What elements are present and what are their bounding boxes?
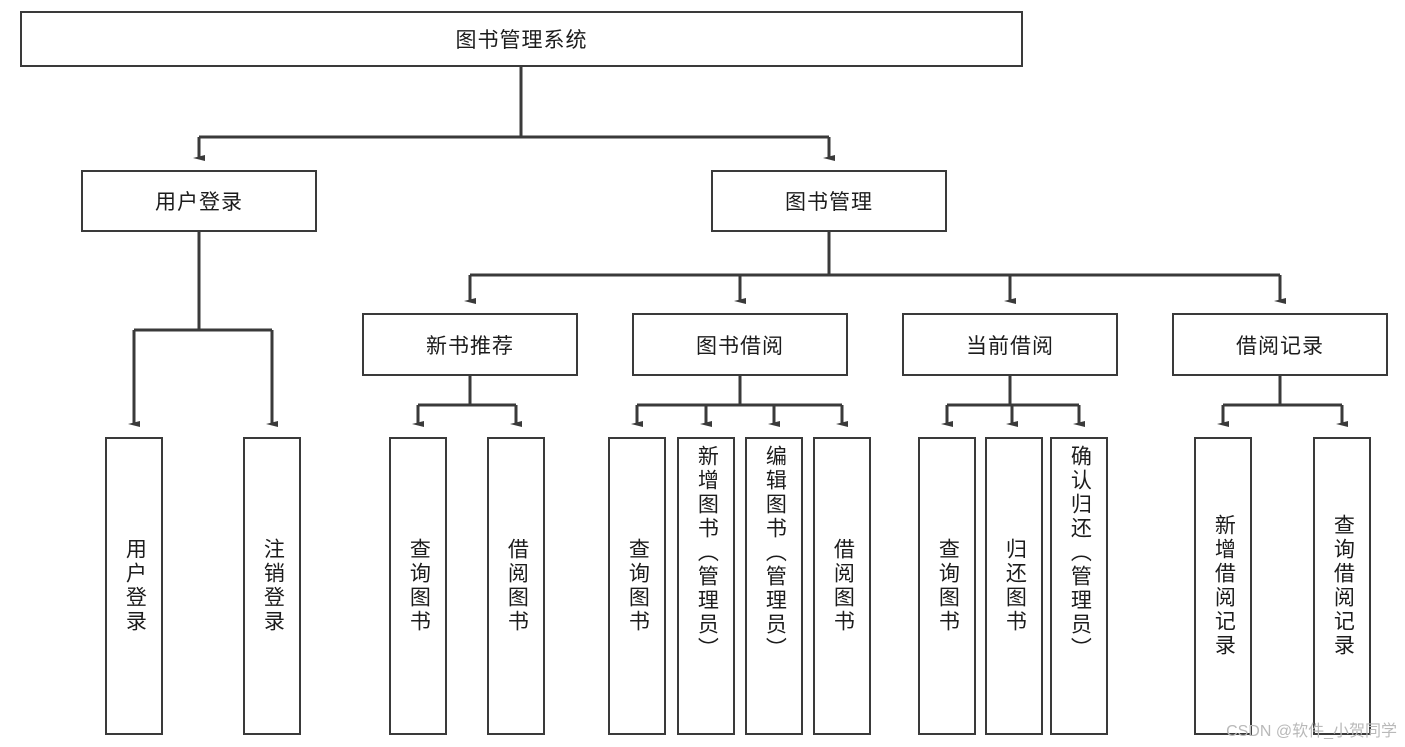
node-book-borrow[interactable]: 图书借阅 — [632, 313, 848, 376]
leaf-new-book-borrow[interactable]: 借阅图书 — [487, 437, 545, 735]
node-label: 图书管理 — [785, 191, 873, 214]
leaf-book-borrow-add[interactable]: 新增图书（管理员） — [677, 437, 735, 735]
leaf-book-borrow-borrow[interactable]: 借阅图书 — [813, 437, 871, 735]
node-book-management[interactable]: 图书管理 — [711, 170, 947, 232]
node-label: 借阅记录 — [1236, 334, 1324, 358]
node-root-system[interactable]: 图书管理系统 — [20, 11, 1023, 67]
leaf-borrow-record-query[interactable]: 查询借阅记录 — [1313, 437, 1371, 735]
node-label: 归还图书 — [1003, 538, 1027, 634]
node-new-book-recommend[interactable]: 新书推荐 — [362, 313, 578, 376]
node-current-borrow[interactable]: 当前借阅 — [902, 313, 1118, 376]
node-label: 新书推荐 — [426, 334, 514, 358]
leaf-user-login-logout[interactable]: 注销登录 — [243, 437, 301, 735]
watermark: CSDN @软件_小贺同学 — [1226, 723, 1397, 740]
leaf-new-book-query[interactable]: 查询图书 — [389, 437, 447, 735]
node-label: 查询图书 — [626, 538, 650, 634]
leaf-borrow-record-add[interactable]: 新增借阅记录 — [1194, 437, 1252, 735]
node-label: 查询图书 — [936, 538, 960, 634]
node-label: 借阅图书 — [505, 538, 529, 634]
node-label: 当前借阅 — [966, 334, 1054, 358]
leaf-book-borrow-query[interactable]: 查询图书 — [608, 437, 666, 735]
node-label: 查询借阅记录 — [1331, 514, 1355, 658]
node-label: 图书借阅 — [696, 334, 784, 358]
node-label: 新增借阅记录 — [1212, 514, 1236, 658]
node-label: 用户登录 — [123, 538, 147, 634]
node-label: 注销登录 — [261, 538, 285, 634]
leaf-current-borrow-query[interactable]: 查询图书 — [918, 437, 976, 735]
node-label: 确认归还（管理员） — [1068, 445, 1092, 661]
leaf-current-borrow-confirm-return[interactable]: 确认归还（管理员） — [1050, 437, 1108, 735]
leaf-user-login-login[interactable]: 用户登录 — [105, 437, 163, 735]
node-user-login[interactable]: 用户登录 — [81, 170, 317, 232]
node-borrow-record[interactable]: 借阅记录 — [1172, 313, 1388, 376]
node-label: 用户登录 — [155, 191, 243, 214]
node-label: 查询图书 — [407, 538, 431, 634]
node-label: 编辑图书（管理员） — [763, 445, 787, 661]
node-label: 图书管理系统 — [455, 29, 588, 52]
leaf-book-borrow-edit[interactable]: 编辑图书（管理员） — [745, 437, 803, 735]
node-label: 新增图书（管理员） — [695, 445, 719, 661]
leaf-current-borrow-return[interactable]: 归还图书 — [985, 437, 1043, 735]
node-label: 借阅图书 — [831, 538, 855, 634]
